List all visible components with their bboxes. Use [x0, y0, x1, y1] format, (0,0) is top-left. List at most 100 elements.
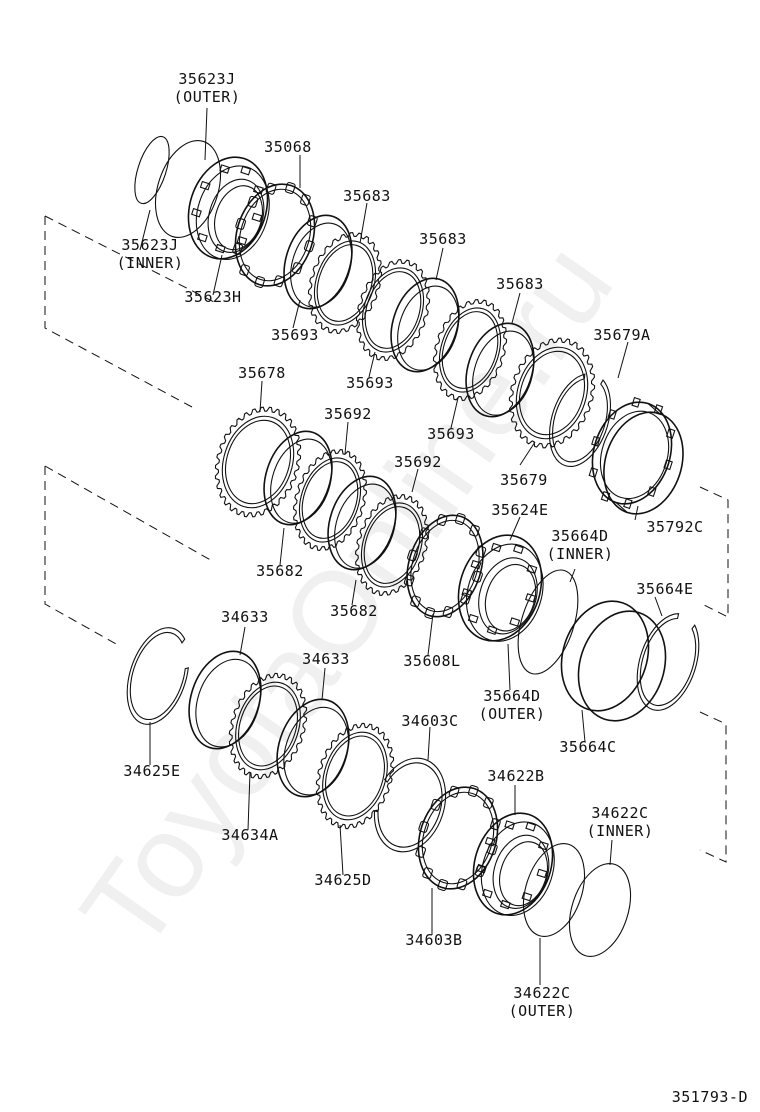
part-label-p35068: 35068: [264, 138, 312, 156]
leader-35664E: [654, 596, 663, 617]
part-label-p34622C_outer: 34622C: [513, 984, 570, 1002]
part-label-p35623J_inner-qualifier: (INNER): [117, 254, 184, 272]
leader-35792C: [634, 505, 639, 521]
disc-35692-a: [263, 430, 333, 526]
piston-35623H: [187, 156, 270, 261]
disc-34625D: [315, 722, 395, 830]
leader-35683-a: [359, 202, 368, 244]
plate-35683-c: [465, 322, 535, 418]
part-label-p35623J_outer-qualifier: (OUTER): [174, 88, 241, 106]
leader-35623J-outer: [204, 107, 208, 161]
part-label-p35664D_outer-qualifier: (OUTER): [479, 705, 546, 723]
drum-35792C: [588, 396, 684, 515]
leader-35679: [519, 441, 536, 466]
part-label-p35679A: 35679A: [593, 326, 650, 344]
group-outline-middle-top: [44, 465, 215, 563]
part-label-p34622B: 34622B: [487, 767, 544, 785]
part-label-p35683b: 35683: [419, 230, 467, 248]
leader-35664D-outer: [507, 643, 511, 691]
plate-35679: [508, 337, 596, 449]
leader-35623J-inner: [139, 209, 151, 251]
disc-35693-a: [283, 214, 353, 310]
part-label-p35664D_outer: 35664D: [483, 687, 540, 705]
part-label-p35623J_inner: 35623J: [121, 236, 178, 254]
part-label-p35682b: 35682: [330, 602, 378, 620]
part-label-p35664E: 35664E: [636, 580, 693, 598]
part-label-p35693c: 35693: [427, 425, 475, 443]
part-label-p34625E: 34625E: [123, 762, 180, 780]
part-label-p35682a: 35682: [256, 562, 304, 580]
seal-35623J-outer: [155, 140, 221, 238]
parts: [126, 135, 700, 958]
part-label-p35624E: 35624E: [491, 501, 548, 519]
part-label-p35679: 35679: [500, 471, 548, 489]
leader-35624E: [509, 516, 521, 541]
diagram-id: 351793-D: [672, 1088, 748, 1106]
part-label-p35683a: 35683: [343, 187, 391, 205]
leader-35692-a: [344, 421, 349, 455]
group-outline-upper-top: [44, 215, 215, 303]
part-label-p34633b: 34633: [302, 650, 350, 668]
snap-ring-34603C: [373, 757, 447, 853]
leader-35683-c: [511, 292, 521, 324]
leader-34603C: [427, 726, 431, 761]
seal-34622C-outer: [522, 842, 586, 938]
part-label-p34622C_inner-qualifier: (INNER): [587, 822, 654, 840]
group-outline-upper-left: [44, 216, 193, 408]
assembly-group-outlines: [44, 215, 729, 863]
leader-34625D: [339, 824, 344, 876]
group-outline-middle-right: [699, 486, 729, 618]
snap-ring-34625E: [126, 627, 189, 725]
leader-34622C-inner: [609, 839, 613, 866]
part-label-p35693b: 35693: [346, 374, 394, 392]
piston-35624E: [457, 534, 544, 642]
leader-34634A: [247, 771, 251, 831]
part-label-p34603C: 34603C: [401, 712, 458, 730]
part-label-p34625D: 34625D: [314, 871, 371, 889]
plate-35682-a: [292, 449, 368, 551]
seal-34622C-inner: [568, 862, 632, 958]
seal-35623J-inner: [134, 135, 170, 205]
leader-35693-c: [450, 397, 459, 429]
part-label-p34603B: 34603B: [405, 931, 462, 949]
spring-retainer-34603B: [415, 784, 501, 892]
part-label-p35792C: 35792C: [646, 518, 703, 536]
part-label-p35664C: 35664C: [559, 738, 616, 756]
leader-35693-b: [368, 351, 376, 378]
ring-35664C: [577, 610, 667, 722]
part-label-p35664D_inner: 35664D: [551, 527, 608, 545]
plate-34633-b: [276, 698, 350, 798]
plate-35683-b: [390, 277, 460, 373]
group-outline-middle-left: [44, 466, 119, 646]
disc-35693-c: [432, 299, 508, 401]
leader-35679A: [617, 341, 629, 379]
leader-35692-b: [411, 468, 419, 493]
group-outline-lower-right: [699, 711, 727, 863]
part-label-p35692a: 35692: [324, 405, 372, 423]
leader-35693-a: [292, 299, 301, 329]
leader-35678: [259, 380, 263, 413]
leader-35664C: [581, 709, 586, 743]
leader-35682-b: [351, 579, 357, 606]
leader-34633-b: [321, 667, 326, 701]
piston-34622B: [472, 812, 555, 917]
part-labels: 35623J(OUTER)35623J(INNER)3506835623H356…: [117, 70, 703, 1020]
watermark: ToyotaOnline.ru: [56, 221, 638, 974]
part-label-p34622C_inner: 34622C: [591, 804, 648, 822]
part-label-p35608L: 35608L: [403, 652, 460, 670]
plate-35678: [214, 406, 302, 518]
seal-35664D-inner: [517, 569, 579, 675]
leader-35682-a: [279, 527, 285, 566]
part-label-p35623H: 35623H: [184, 288, 241, 306]
part-label-p35623J_outer: 35623J: [178, 70, 235, 88]
part-label-p34633a: 34633: [221, 608, 269, 626]
leader-35664D-inner: [569, 568, 576, 583]
disc-35692-b: [327, 475, 397, 571]
disc-34634A: [228, 672, 308, 780]
part-label-p35693a: 35693: [271, 326, 319, 344]
leader-35623H: [212, 254, 223, 296]
part-label-p34634A: 34634A: [221, 826, 278, 844]
leader-35683-b: [435, 247, 444, 281]
leader-34633-a: [239, 626, 246, 656]
